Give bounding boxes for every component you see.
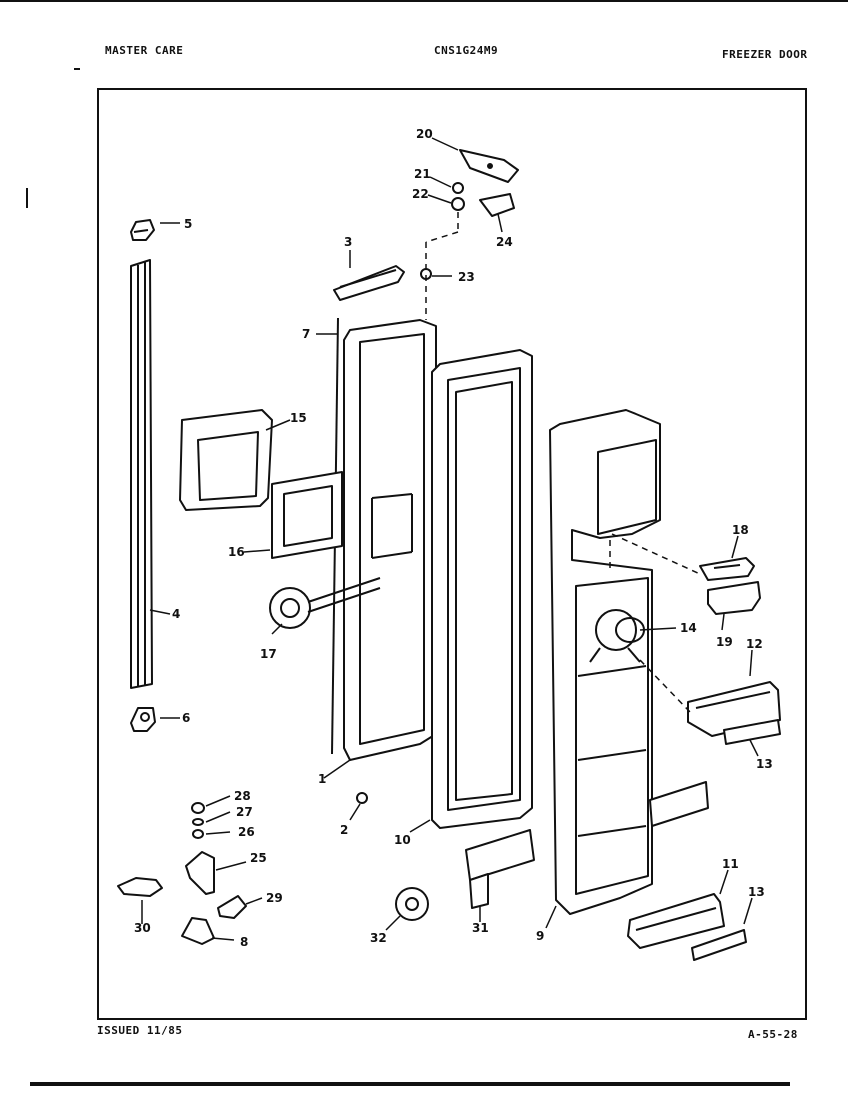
callout-26: 26: [238, 825, 255, 839]
callout-labels: 1 2 3 4 5 6 7 8 9 10 11 12 13 13 14 15 1…: [134, 127, 773, 949]
callout-17: 17: [260, 647, 277, 661]
part-2-nut: [356, 792, 368, 804]
part-9-dispenser-housing: [549, 409, 661, 915]
part-31-support: [469, 873, 489, 909]
bottom-rule: [30, 1082, 790, 1086]
header-model: CNS1G24M9: [434, 44, 499, 57]
part-29-bracket: [217, 895, 247, 919]
part-1-door-frame: [343, 319, 437, 761]
leader-lines: [141, 137, 759, 941]
part-16-cover-plate: [271, 471, 343, 559]
callout-25: 25: [250, 851, 267, 865]
part-25-bottom-hinge: [185, 851, 215, 895]
margin-tick: [26, 188, 28, 208]
callout-7: 7: [302, 327, 310, 341]
callout-10: 10: [394, 833, 411, 847]
header-section: FREEZER DOOR: [722, 48, 808, 61]
part-8-hinge-cover: [181, 917, 215, 945]
part-20-top-hinge: [459, 149, 519, 183]
callout-32: 32: [370, 931, 387, 945]
part-13-trim-strip: [723, 719, 781, 745]
part-22-bushing: [451, 197, 465, 211]
part-32-knob: [395, 887, 429, 921]
margin-tick: [74, 68, 80, 70]
footer-page-code: A-55-28: [748, 1028, 798, 1041]
callout-29: 29: [266, 891, 283, 905]
diagram-frame: [97, 88, 807, 1020]
part-10-door-liner: [431, 349, 533, 829]
part-26-bushing: [192, 829, 204, 839]
header-brand: MASTER CARE: [105, 44, 184, 57]
callout-5: 5: [184, 217, 192, 231]
part-27-washer: [192, 818, 204, 826]
part-15-bin-frame: [179, 409, 273, 511]
footer-issued: ISSUED 11/85: [97, 1024, 183, 1037]
part-24-hinge-plate: [479, 193, 515, 217]
callout-27: 27: [236, 805, 253, 819]
part-30-plate: [117, 877, 163, 897]
part-21-washer: [452, 182, 464, 194]
callout-14: 14: [680, 621, 697, 635]
callout-16: 16: [228, 545, 245, 559]
callout-22: 22: [412, 187, 429, 201]
part-11-lower-tray: [627, 893, 725, 949]
callout-8: 8: [240, 935, 248, 949]
callout-28: 28: [234, 789, 251, 803]
callout-23: 23: [458, 270, 475, 284]
callout-4: 4: [172, 607, 180, 621]
part-3-handle-trim: [333, 265, 405, 301]
callout-13-lower: 13: [748, 885, 765, 899]
callout-3: 3: [344, 235, 352, 249]
part-17-round-fitting: [269, 577, 381, 629]
part-6-hinge-block: [130, 707, 156, 732]
callout-12: 12: [746, 637, 763, 651]
callout-31: 31: [472, 921, 489, 935]
callout-11: 11: [722, 857, 739, 871]
callout-19: 19: [716, 635, 733, 649]
part-12-drip-tray: [687, 681, 781, 737]
callout-30: 30: [134, 921, 151, 935]
callout-24: 24: [496, 235, 513, 249]
callout-18: 18: [732, 523, 749, 537]
callout-2: 2: [340, 823, 348, 837]
part-28-spacer: [191, 802, 205, 814]
callout-15: 15: [290, 411, 307, 425]
part-19-bracket: [707, 581, 761, 615]
part-18-dispenser-cup: [699, 557, 755, 581]
part-5-hinge-cap: [130, 219, 155, 241]
callout-9: 9: [536, 929, 544, 943]
actuator-rail: [465, 781, 709, 881]
part-4-gasket-strip: [130, 259, 153, 689]
callout-21: 21: [414, 167, 431, 181]
part-13-trim-strip-lower: [691, 929, 747, 961]
callout-13-upper: 13: [756, 757, 773, 771]
top-border-line: [0, 0, 848, 2]
callout-20: 20: [416, 127, 433, 141]
callout-1: 1: [318, 772, 326, 786]
callout-6: 6: [182, 711, 190, 725]
